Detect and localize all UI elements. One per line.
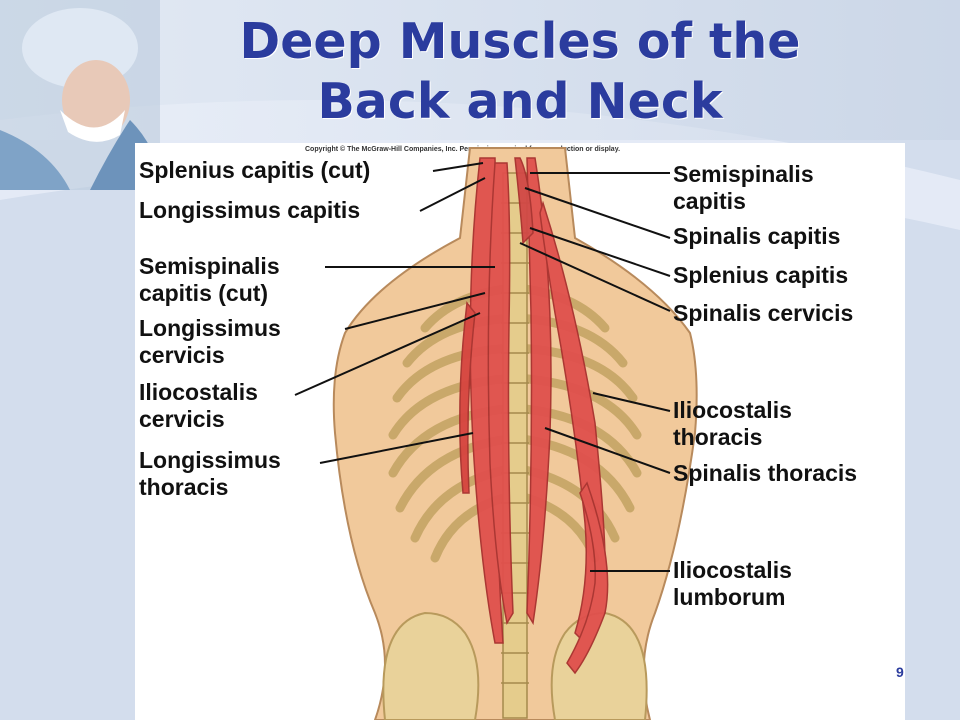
label-iliocostalis-cervicis: Iliocostalis cervicis [139,379,258,432]
label-longissimus-thoracis: Longissimus thoracis [139,447,281,500]
label-semispinalis-capitis-cut: Semispinalis capitis (cut) [139,253,280,306]
copyright-notice: Copyright © The McGraw-Hill Companies, I… [305,146,621,153]
label-spinalis-cervicis: Spinalis cervicis [673,300,854,326]
pelvis [382,611,648,720]
title-line-1: Deep Muscles of the [239,13,801,70]
label-longissimus-cervicis: Longissimus cervicis [139,315,281,368]
title-line-2: Back and Neck [317,73,723,130]
label-splenius-capitis: Splenius capitis [673,262,849,288]
label-splenius-capitis-cut: Splenius capitis (cut) [139,157,371,183]
slide-title: Deep Muscles of the Back and Neck [170,12,870,132]
anatomy-figure: Copyright © The McGraw-Hill Companies, I… [135,143,905,720]
label-semispinalis-capitis: Semispinalis capitis [673,161,814,214]
label-longissimus-capitis: Longissimus capitis [139,197,361,223]
page-number: 9 [896,664,904,680]
back-muscles-illustration [294,147,698,720]
label-iliocostalis-lumborum: Iliocostalis lumborum [673,557,792,610]
leader-lines [294,162,671,572]
label-spinalis-capitis: Spinalis capitis [673,223,841,249]
label-iliocostalis-thoracis: Iliocostalis thoracis [673,397,792,450]
muscles [459,157,609,675]
label-spinalis-thoracis: Spinalis thoracis [673,460,858,486]
